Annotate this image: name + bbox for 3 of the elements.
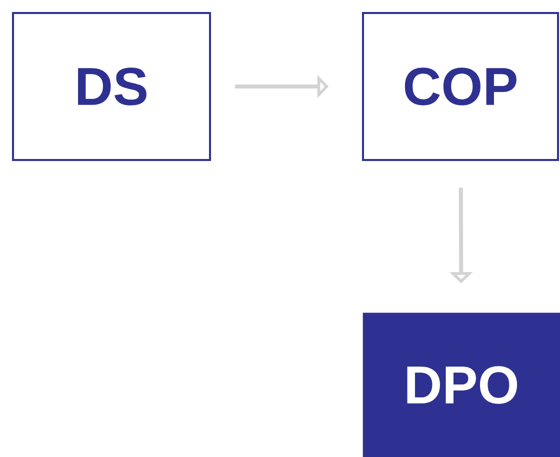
- process-box: DS: [12, 12, 211, 161]
- filled-box: DPO: [362, 312, 560, 457]
- process-box: COP: [362, 12, 559, 161]
